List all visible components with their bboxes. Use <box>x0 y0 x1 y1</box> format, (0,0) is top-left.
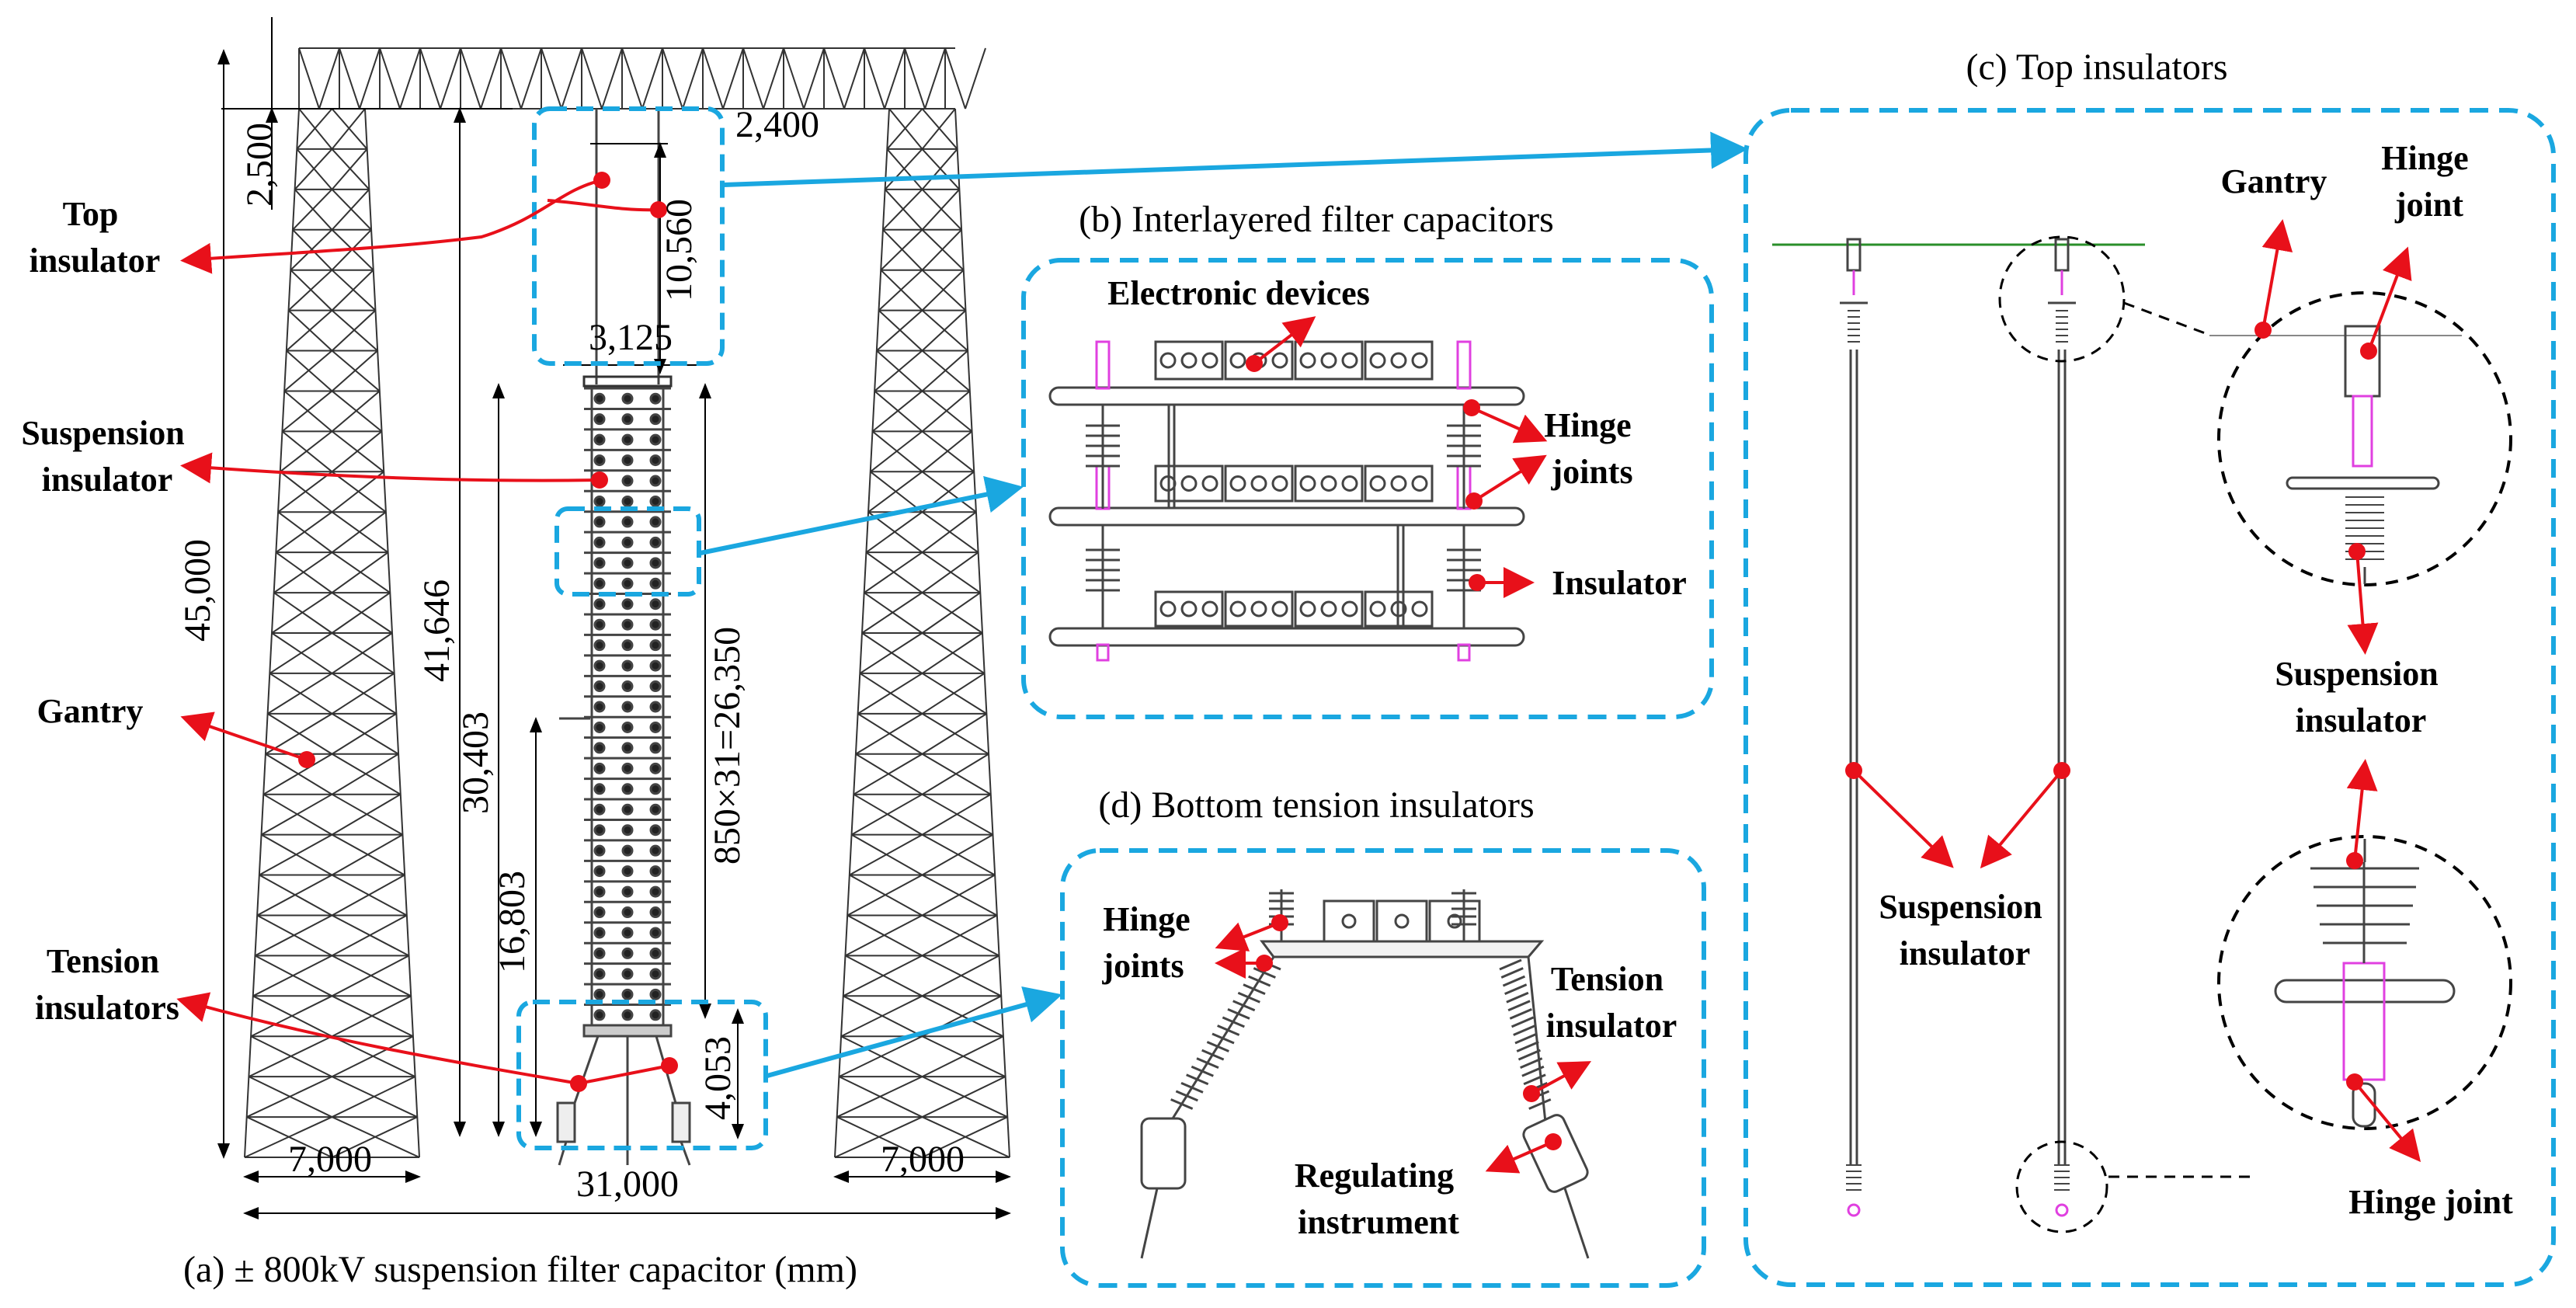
label-suspension-insulator-center: Suspension insulator <box>1879 888 2050 972</box>
dim-2400: 2,400 <box>735 104 819 145</box>
gantry-structure <box>244 47 1010 1158</box>
dim-45000: 45,000 <box>177 539 218 642</box>
dim-7000-left: 7,000 <box>288 1139 372 1180</box>
dim-30403: 30,403 <box>455 711 496 814</box>
capacitor-stack <box>556 109 691 1166</box>
pointers-a <box>176 179 670 1085</box>
caption-panel-c: (c) Top insulators <box>1966 47 2227 88</box>
dimension-lines <box>217 17 1011 1219</box>
label-tension-insulator-d: Tension insulator <box>1546 960 1677 1045</box>
top-insulators-drawing <box>1772 235 2512 1233</box>
panel-d-frame <box>1060 848 1706 1288</box>
label-gantry-c: Gantry <box>2221 162 2327 200</box>
callout-connectors <box>700 131 1748 1078</box>
label-hinge-joint-top: Hinge joint <box>2381 139 2477 224</box>
caption-panel-b: (b) Interlayered filter capacitors <box>1079 199 1554 240</box>
dim-7000-right: 7,000 <box>881 1139 965 1180</box>
dim-16803: 16,803 <box>492 871 533 973</box>
pointer-dots-c <box>1845 322 2377 1091</box>
interlayered-capacitors-drawing <box>1048 340 1525 662</box>
label-hinge-joint-bottom: Hinge joint <box>2348 1183 2513 1221</box>
label-electronic-devices: Electronic devices <box>1107 274 1370 312</box>
dim-2500: 2,500 <box>239 123 280 207</box>
dim-10560: 10,560 <box>659 199 700 301</box>
callout-box-bottom <box>516 1000 768 1150</box>
label-regulating-instrument: Regulating instrument <box>1295 1157 1462 1241</box>
panel-b: (b) Interlayered filter capacitors Elect… <box>1021 199 1714 719</box>
callout-box-top <box>532 106 725 366</box>
pointers-c <box>1852 219 2421 1163</box>
panel-c-frame <box>1743 108 2556 1287</box>
pointers-b <box>1253 316 1548 598</box>
dim-4053: 4,053 <box>697 1036 739 1120</box>
bottom-tension-drawing <box>1140 889 1590 1259</box>
label-gantry: Gantry <box>37 692 144 730</box>
label-suspension-insulator-right: Suspension insulator <box>2275 655 2446 739</box>
label-tension-insulators: Tension insulators <box>35 942 179 1027</box>
pointers-d <box>1215 921 1592 1174</box>
dim-stack: 850×31=26,350 <box>707 627 748 864</box>
dim-31000: 31,000 <box>576 1164 679 1205</box>
panel-b-frame <box>1021 258 1714 719</box>
dim-41646: 41,646 <box>416 579 457 682</box>
label-insulator-b: Insulator <box>1552 564 1687 602</box>
pointer-dots-b <box>1246 355 1486 591</box>
label-suspension-insulator: Suspension insulator <box>21 414 193 499</box>
caption-panel-a: (a) ± 800kV suspension filter capacitor … <box>183 1249 857 1290</box>
label-hinge-joints-b: Hinge joints <box>1544 406 1639 491</box>
label-hinge-joints-d: Hinge joints <box>1101 900 1198 985</box>
callout-box-middle <box>554 506 701 597</box>
panel-a: Top insulator Suspension insulator Gantr… <box>21 17 1748 1290</box>
panel-d: (d) Bottom tension insulators Hinge join… <box>1060 784 1706 1288</box>
dim-3125: 3,125 <box>589 317 673 358</box>
label-top-insulator: Top insulator <box>30 195 161 280</box>
panel-c: (c) Top insulators Gantry Hinge joint <box>1743 47 2556 1287</box>
pointer-dots-a <box>298 172 678 1092</box>
pointer-dots-d <box>1256 914 1562 1150</box>
caption-panel-d: (d) Bottom tension insulators <box>1098 784 1534 826</box>
